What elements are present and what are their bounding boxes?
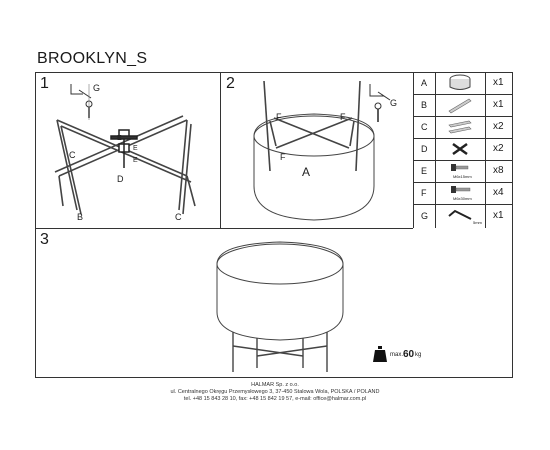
step-1-label-e3: E [133, 157, 138, 164]
part-qty: x2 [493, 121, 504, 132]
document-title: BROOKLYN_S [37, 50, 148, 67]
part-row-g: G 5mm x1 [413, 204, 513, 228]
part-letter: F [421, 188, 427, 198]
part-letter: C [421, 122, 428, 132]
step-2-allen-key [369, 84, 391, 122]
step-2-illustration: G F F F A [253, 80, 397, 221]
part-qty: x1 [493, 77, 504, 88]
allen-key-icon [448, 209, 472, 220]
part-letter: A [421, 78, 428, 88]
step-2-label-f1: F [276, 112, 282, 122]
parts-divider [413, 160, 513, 161]
round-seat-icon [449, 74, 471, 90]
part-letter: G [421, 211, 429, 221]
step-1-label-e2: E [133, 145, 138, 152]
step-1-number: 1 [40, 75, 49, 92]
step-1-label-d: D [117, 174, 124, 184]
footer-address: ul. Centralnego Okręgu Przemysłowego 3, … [170, 389, 380, 395]
parts-divider [413, 116, 513, 117]
screw-icon [451, 186, 471, 193]
frame-bar-pair-icon [448, 120, 472, 134]
parts-divider [413, 182, 513, 183]
part-row-a: A x1 [413, 72, 513, 94]
cross-connector-icon [452, 142, 468, 156]
parts-col-divider [485, 72, 486, 228]
divider-step1-step2 [220, 72, 221, 228]
parts-col-divider [435, 72, 436, 228]
part-spec: M6x30mm [453, 196, 472, 201]
divider-top-row [35, 228, 413, 229]
bolt-icon [451, 164, 469, 171]
instruction-frame [35, 72, 513, 378]
frame-bar-icon [448, 98, 472, 114]
step-3-legs [232, 332, 328, 372]
footer-contact: tel. +48 15 843 28 10, fax: +48 15 842 1… [183, 396, 367, 402]
part-row-b: B x1 [413, 94, 513, 116]
part-qty: x2 [493, 143, 504, 154]
part-letter: D [421, 144, 428, 154]
step-2-label-g: G [390, 98, 397, 108]
step-3-illustration [216, 241, 344, 372]
parts-divider [413, 204, 513, 205]
divider-parts [413, 72, 414, 228]
part-row-e: E M6x15mm x8 [413, 160, 513, 182]
weight-value: 60 [403, 349, 415, 360]
step-2-label-f2: F [340, 112, 346, 122]
step-3-number: 3 [40, 231, 49, 248]
part-row-c: C x2 [413, 116, 513, 138]
step-1-label-c2: C [175, 212, 182, 222]
part-letter: B [421, 100, 428, 110]
part-row-f: F M6x30mm x4 [413, 182, 513, 204]
parts-divider [413, 138, 513, 139]
part-qty: x8 [493, 165, 504, 176]
step-1-label-g: G [93, 83, 100, 93]
part-letter: E [421, 166, 428, 176]
part-spec: 5mm [473, 220, 482, 225]
step-1-label-e1: E [117, 135, 122, 142]
step-2-label-a: A [302, 165, 310, 179]
step-3-table [216, 241, 344, 341]
step-1-label-b: B [77, 212, 83, 222]
weight-prefix: max. [390, 352, 404, 358]
part-qty: x1 [493, 99, 504, 110]
step-1-illustration: G E E E D C B C [54, 83, 196, 222]
footer-company: HALMAR Sp. z o.o. [251, 382, 299, 388]
part-qty: x4 [493, 187, 504, 198]
parts-divider [413, 94, 513, 95]
step-1-label-c: C [69, 150, 76, 160]
weight-unit: kg [415, 352, 422, 358]
part-qty: x1 [493, 210, 504, 221]
weight-icon [373, 346, 387, 362]
part-spec: M6x15mm [453, 174, 472, 179]
allen-key-callout [70, 84, 93, 120]
part-row-d: D x2 [413, 138, 513, 160]
step-2-label-f3: F [280, 152, 286, 162]
step-1-center-connector [110, 129, 138, 168]
step-2-number: 2 [226, 75, 235, 92]
parts-list: A x1 B x1 C x2 D x2 E [413, 72, 513, 228]
step-2-frame [263, 80, 361, 172]
